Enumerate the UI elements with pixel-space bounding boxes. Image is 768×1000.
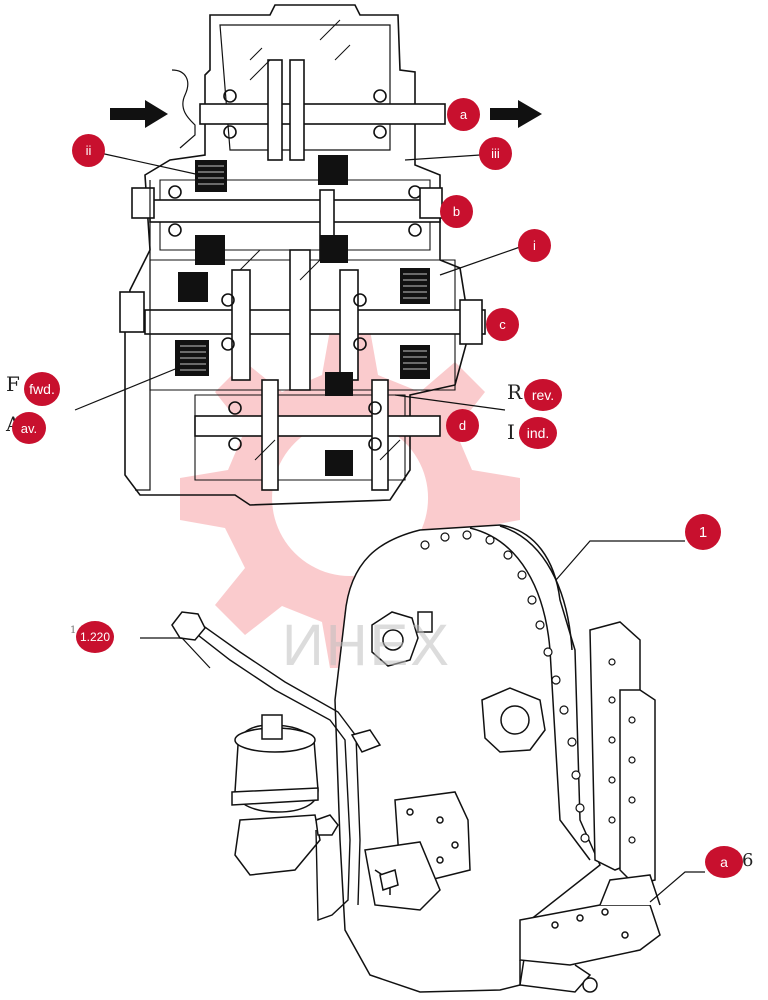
callout-i: i: [518, 229, 551, 262]
shaft-c: [144, 309, 486, 335]
label-r: R: [507, 380, 523, 404]
clutch-pack-ii: [195, 160, 227, 192]
callout-fwd: fwd.: [24, 372, 60, 406]
callout-av: av.: [12, 412, 46, 444]
clutch-pack-rev-lower: [400, 345, 430, 379]
clutch-pack-upper-right: [320, 235, 348, 263]
transmission-cross-section: [119, 4, 486, 506]
shaft-a: [199, 103, 446, 125]
callout-iii: iii: [479, 137, 512, 170]
clutch-pack-iii: [318, 155, 348, 185]
callout-ii: ii: [72, 134, 105, 167]
callout-part-1: 1: [685, 514, 721, 550]
ref-prefix: 1: [70, 625, 77, 636]
callout-a-lower: a: [705, 846, 743, 878]
shaft-d: [194, 415, 441, 437]
clutch-pack-rev: [325, 372, 353, 396]
flow-arrows: [110, 100, 542, 128]
ref-suffix: 6: [742, 850, 754, 871]
input-arrow-icon: [110, 100, 168, 128]
callout-c: c: [486, 308, 519, 341]
shaft-b: [149, 199, 441, 223]
callout-rev: rev.: [524, 379, 562, 411]
clutch-pack-bottom: [325, 450, 353, 476]
clutch-pack-upper-left: [195, 235, 225, 265]
callout-d: d: [446, 409, 479, 442]
callout-ref-220: 1.220: [76, 621, 114, 653]
watermark-text: ИНЕХ: [282, 613, 451, 678]
label-i: I: [507, 420, 515, 444]
output-arrow-icon: [490, 100, 542, 128]
valve-block: [519, 904, 661, 966]
clutch-pack-fwd-upper: [178, 272, 208, 302]
callout-ind: ind.: [519, 417, 557, 449]
dipstick-tube: [184, 624, 351, 921]
inner-housing: [219, 24, 391, 151]
label-f: F: [6, 372, 20, 396]
transmission-assembly: [171, 524, 661, 993]
callout-b: b: [440, 195, 473, 228]
callout-a: a: [447, 98, 480, 131]
leader-lines-bottom: [140, 540, 705, 903]
leader-lines-top: [74, 152, 521, 411]
